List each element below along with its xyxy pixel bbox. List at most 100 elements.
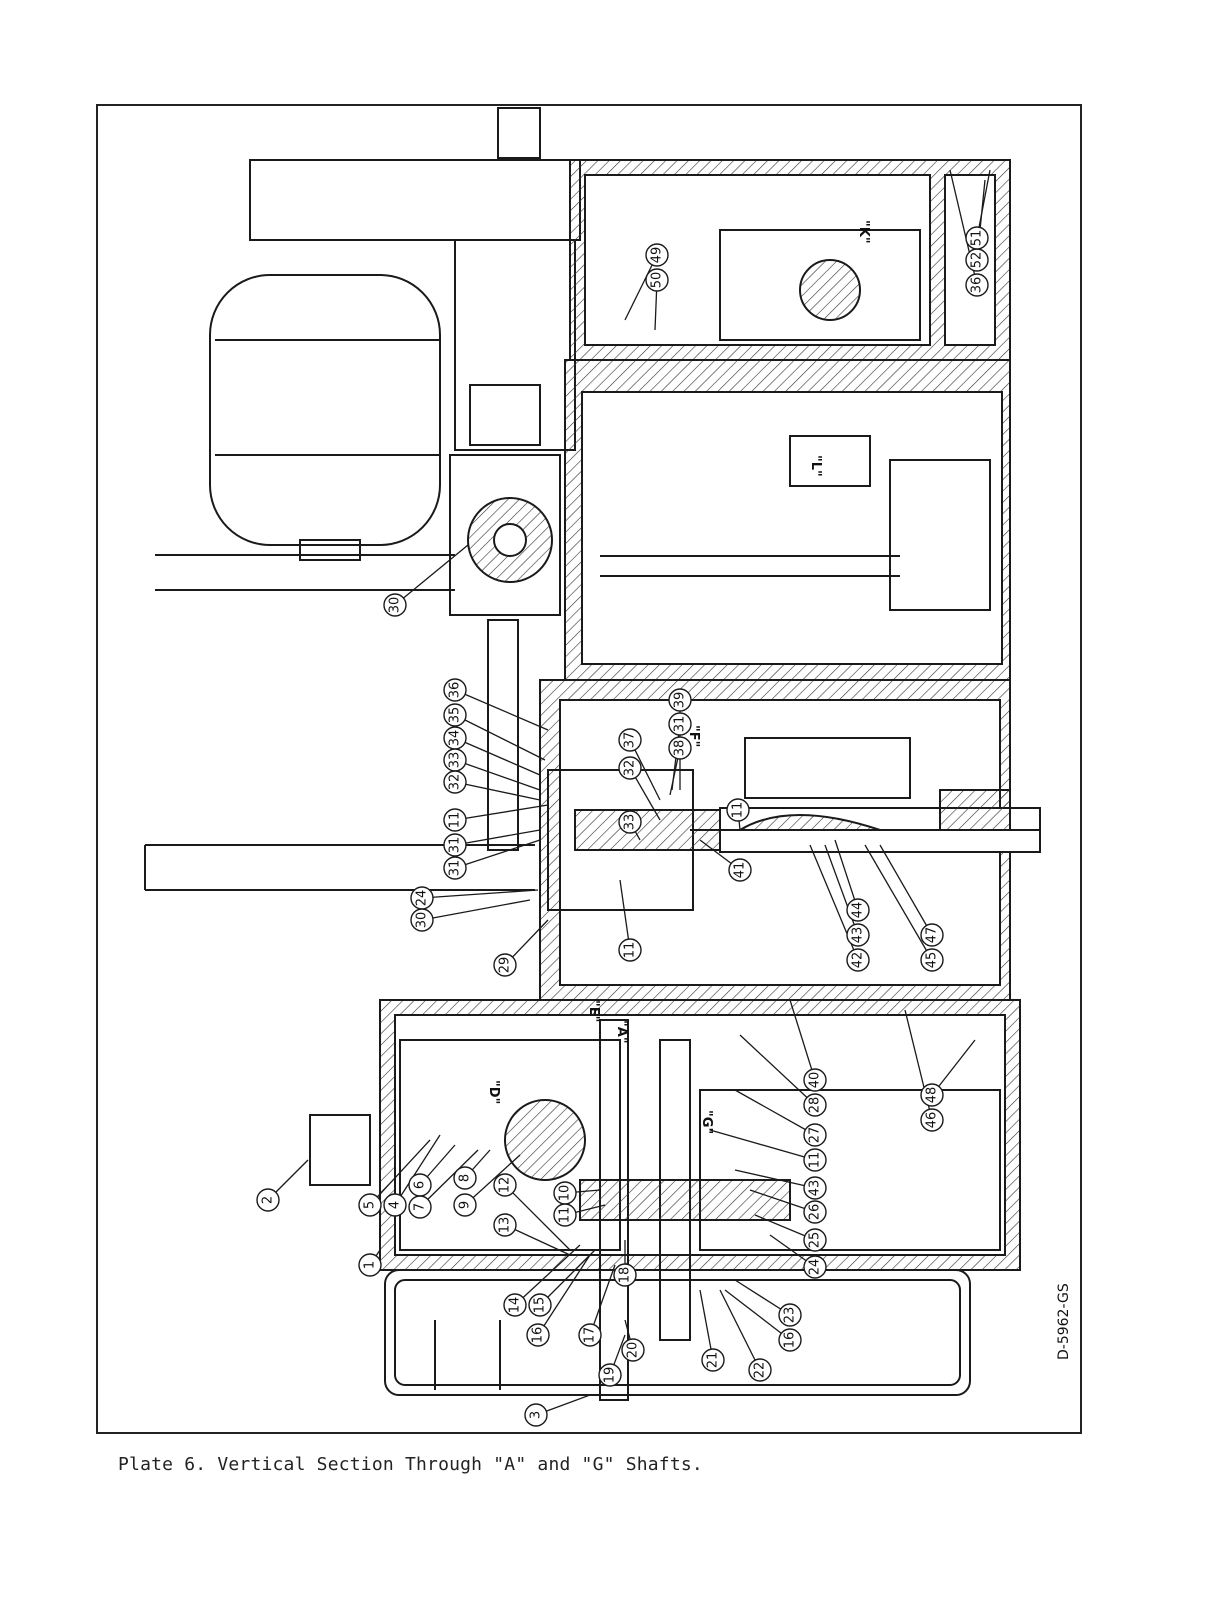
left-shaft: [144, 554, 535, 891]
callout-number: 42: [851, 952, 866, 969]
callout-49: 49: [624, 243, 669, 321]
callout-number: 31: [673, 716, 688, 733]
callout-leader: [454, 829, 541, 846]
callout-leader: [739, 1034, 816, 1106]
callout-32: 32: [618, 756, 661, 821]
callout-circle: [528, 1293, 552, 1317]
callout-circle: [443, 678, 467, 702]
callout-leader: [734, 1089, 816, 1136]
callout-number: 50: [650, 272, 665, 289]
callout-number: 14: [508, 1297, 523, 1314]
callout-1: 1: [358, 1249, 382, 1277]
callout-19: 19: [598, 1334, 626, 1387]
callout-28: 28: [739, 1034, 827, 1117]
callout-circle: [778, 1303, 802, 1327]
callout-number: 37: [623, 732, 638, 749]
callout-leader: [464, 1154, 521, 1206]
callout-number: 32: [623, 760, 638, 777]
callout-number: 28: [808, 1097, 823, 1114]
callout-41: 41: [699, 839, 752, 882]
callout-circle: [526, 1323, 550, 1347]
callout-number: 43: [851, 927, 866, 944]
callout-number: 11: [448, 812, 463, 829]
callout-20: 20: [621, 1319, 645, 1362]
callout-number: 44: [851, 902, 866, 919]
callout-circle: [668, 688, 692, 712]
callout-circle: [358, 1193, 382, 1217]
callout-11: 11: [709, 1129, 827, 1172]
callout-leader: [394, 1134, 441, 1206]
callout-number: 10: [558, 1185, 573, 1202]
callout-circle: [578, 1323, 602, 1347]
callout-48: 48: [920, 1039, 976, 1107]
callout-leader: [421, 889, 539, 899]
callout-circle: [503, 1293, 527, 1317]
callout-21: 21: [699, 1289, 725, 1372]
middle-housing: [539, 679, 1041, 1001]
callout-circle: [493, 1173, 517, 1197]
callout-29: 29: [493, 919, 549, 977]
callout-circle: [965, 226, 989, 250]
callout-number: 7: [413, 1203, 428, 1211]
callout-45: 45: [864, 844, 944, 972]
callout-22: 22: [719, 1289, 772, 1382]
callout-number: 46: [925, 1112, 940, 1129]
callout-43: 43: [734, 1169, 827, 1200]
callout-10: 10: [553, 1181, 601, 1205]
callout-leader: [504, 1184, 571, 1251]
callout-number: 3: [529, 1411, 544, 1419]
callout-number: 1: [363, 1261, 378, 1269]
callout-leader: [789, 999, 816, 1081]
callout-2: 2: [256, 1159, 309, 1212]
callout-leader: [537, 1254, 591, 1336]
callout-number: 33: [623, 814, 638, 831]
callout-14: 14: [503, 1244, 581, 1317]
callout-leader: [454, 759, 541, 791]
callout-number: 11: [808, 1152, 823, 1169]
callout-circle: [920, 948, 944, 972]
callout-circle: [256, 1188, 280, 1212]
callout-23: 23: [734, 1279, 802, 1327]
callout-40: 40: [789, 999, 827, 1092]
callout-11: 11: [443, 804, 549, 832]
callout-number: 43: [808, 1180, 823, 1197]
callout-4: 4: [383, 1134, 441, 1217]
callout-leader: [419, 1149, 479, 1208]
callout-24: 24: [769, 1234, 827, 1279]
callout-circle: [803, 1228, 827, 1252]
callout-number: 16: [783, 1332, 798, 1349]
callout-number: 12: [498, 1177, 513, 1194]
callout-number: 31: [448, 860, 463, 877]
callout-26: 26: [749, 1189, 827, 1224]
callout-44: 44: [834, 839, 870, 922]
callout-number: 51: [970, 230, 985, 247]
callout-circle: [383, 1193, 407, 1217]
callout-leader: [619, 879, 631, 951]
callout-number: 40: [808, 1072, 823, 1089]
callout-circle: [410, 908, 434, 932]
callout-number: 31: [448, 837, 463, 854]
callout-32: 32: [443, 770, 541, 801]
callout-11: 11: [618, 879, 642, 962]
callout-number: 47: [925, 927, 940, 944]
callout-number: 49: [650, 247, 665, 264]
callout-leader: [834, 839, 859, 911]
callout-47: 47: [879, 844, 944, 947]
lower-housing: [309, 999, 1021, 1401]
callout-leader: [699, 1289, 714, 1361]
callout-33: 33: [618, 810, 642, 841]
callout-leader: [719, 1289, 761, 1371]
callout-number: 34: [448, 730, 463, 747]
callout-number: 4: [388, 1201, 403, 1209]
callout-number: 5: [363, 1201, 378, 1209]
callout-number: 24: [415, 890, 430, 907]
callout-circle: [618, 728, 642, 752]
callout-number: 29: [498, 957, 513, 974]
callout-leader: [514, 1244, 581, 1306]
callout-7: 7: [408, 1149, 479, 1219]
callout-number: 15: [533, 1297, 548, 1314]
callout-circle: [846, 898, 870, 922]
callout-circle: [668, 736, 692, 760]
callout-leader: [394, 544, 469, 606]
